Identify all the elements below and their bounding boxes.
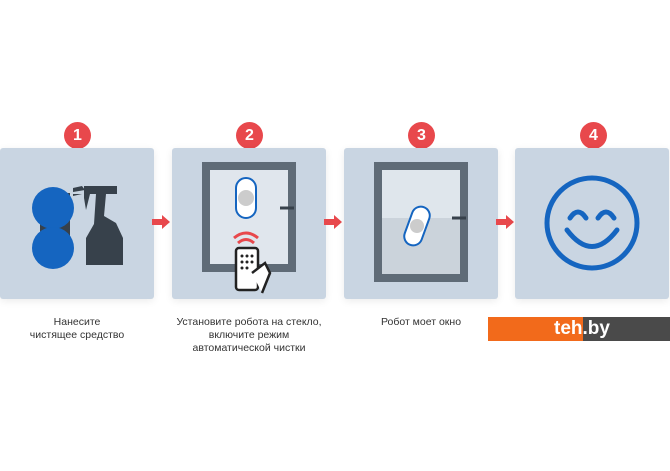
teh-by-logo: teh.by	[488, 317, 670, 341]
step-1-caption: Нанесите чистящее средство	[0, 316, 154, 342]
logo-text: teh.by	[554, 318, 610, 339]
caption-line: Робот моет окно	[380, 316, 462, 328]
step-3-badge: 3	[408, 122, 435, 149]
spray-bottle-icon	[32, 186, 123, 269]
caption-line: включите режим	[208, 329, 290, 341]
arrow-icon	[496, 215, 514, 229]
arrow-icon	[324, 215, 342, 229]
robot-window-icon	[374, 162, 468, 282]
caption-line: автоматической чистки	[192, 342, 306, 354]
robot-remote-icon	[202, 162, 296, 294]
step-2-panel	[172, 148, 326, 299]
caption-line: Нанесите	[53, 316, 101, 328]
step-4-badge: 4	[580, 122, 607, 149]
step-1-panel	[0, 148, 154, 299]
step-3-panel	[344, 148, 498, 299]
step-2-caption: Установите робота на стекло, включите ре…	[160, 316, 338, 355]
arrow-icon	[152, 215, 170, 229]
step-1-badge: 1	[64, 122, 91, 149]
step-3-caption: Робот моет окно	[344, 316, 498, 329]
step-4-panel	[515, 148, 669, 299]
step-2-badge: 2	[236, 122, 263, 149]
caption-line: Установите робота на стекло,	[176, 316, 322, 328]
caption-line: чистящее средство	[29, 329, 125, 341]
smiley-icon	[544, 175, 640, 271]
